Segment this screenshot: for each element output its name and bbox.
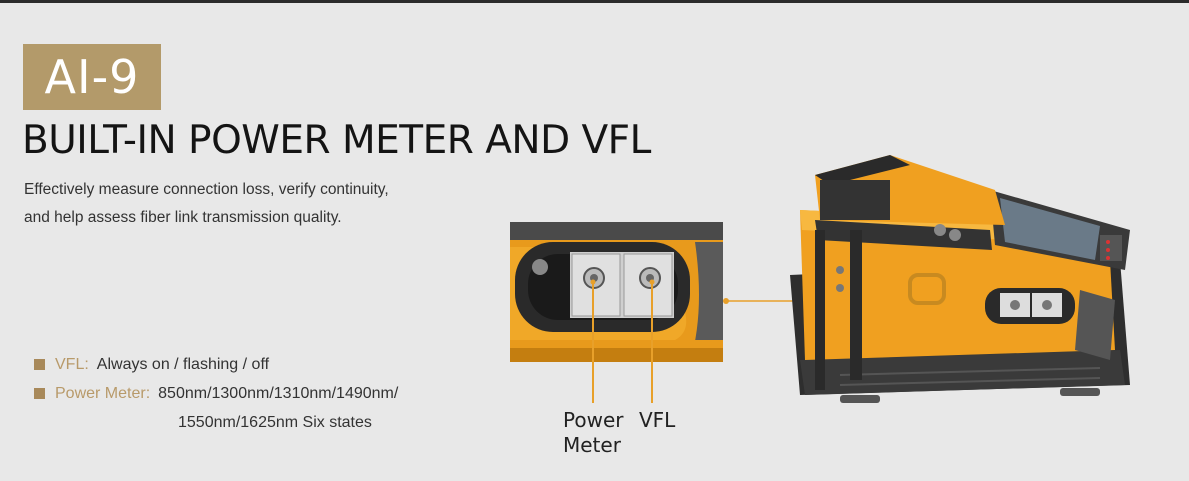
vfl-label: VFL xyxy=(639,408,676,432)
spec-power-meter: Power Meter: 850nm/1300nm/1310nm/1490nm/ xyxy=(34,379,398,408)
bullet-square-icon xyxy=(34,388,45,399)
power-meter-label-line-1: Power xyxy=(563,408,624,432)
port-closeup-illustration xyxy=(510,222,723,362)
power-meter-label-line-2: Meter xyxy=(563,433,621,457)
port-closeup-image xyxy=(510,222,723,362)
spec-vfl: VFL: Always on / flashing / off xyxy=(34,350,398,379)
description-line-2: and help assess fiber link transmission … xyxy=(24,209,342,226)
bullet-square-icon xyxy=(34,359,45,370)
spec-power-meter-value: 850nm/1300nm/1310nm/1490nm/ xyxy=(158,384,399,402)
fusion-splicer-illustration xyxy=(790,155,1130,403)
top-border xyxy=(0,0,1189,3)
model-badge: AI-9 xyxy=(23,44,161,110)
spec-power-meter-key: Power Meter: xyxy=(55,384,151,402)
spec-vfl-value: Always on / flashing / off xyxy=(96,355,270,373)
description-line-1: Effectively measure connection loss, ver… xyxy=(24,181,389,198)
fusion-splicer-image xyxy=(760,150,1180,410)
spec-vfl-key: VFL: xyxy=(55,355,89,373)
spec-list: VFL: Always on / flashing / off Power Me… xyxy=(34,350,398,437)
page-headline: BUILT-IN POWER METER AND VFL xyxy=(22,118,651,163)
feature-description: Effectively measure connection loss, ver… xyxy=(24,176,484,232)
spec-power-meter-continuation: 1550nm/1625nm Six states xyxy=(178,414,372,431)
power-meter-label: Power Meter xyxy=(563,408,623,458)
